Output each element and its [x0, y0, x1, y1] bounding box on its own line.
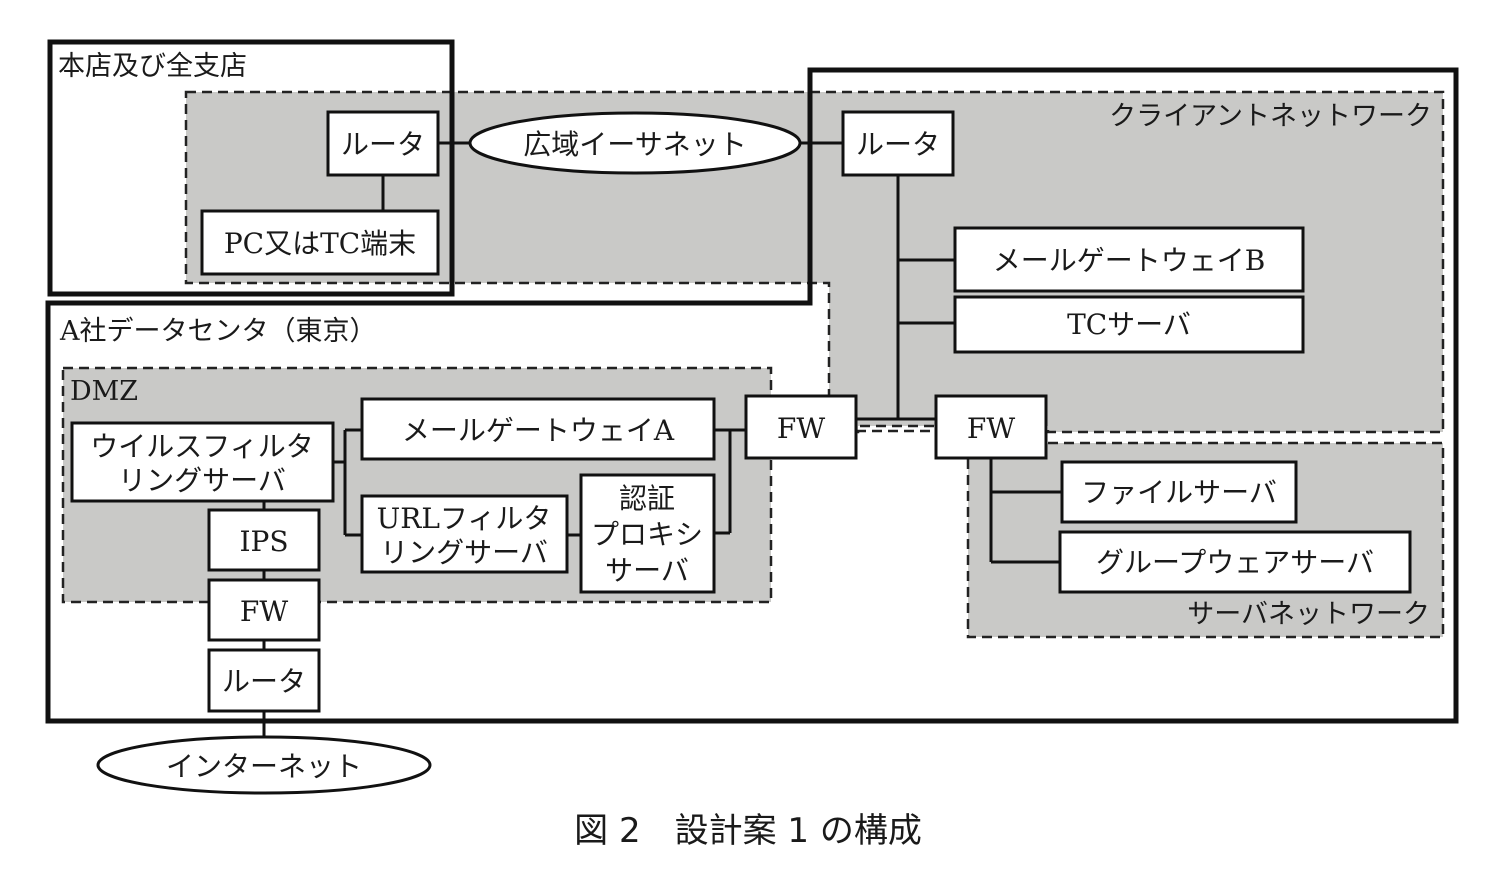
- branch-terminal-node: PC又はTC端末: [200, 209, 440, 276]
- branch-region-label: 本店及び全支店: [58, 51, 247, 82]
- url-filter-label-line2: リングサーバ: [380, 536, 548, 569]
- datacenter-region-label: A社データセンタ（東京）: [59, 316, 377, 347]
- fw-dmz-node: FW: [744, 394, 858, 460]
- server-network-label: サーバネットワーク: [1187, 599, 1430, 630]
- branch-frame: [47, 39, 455, 297]
- fw-internal-node: FW: [934, 394, 1048, 460]
- groupware-server-node: グループウェアサーバ: [1058, 530, 1412, 594]
- virus-filter-label-line2: リングサーバ: [118, 464, 286, 497]
- mail-gateway-b-node: メールゲートウェイB: [953, 226, 1305, 293]
- virus-filter-server-node: ウイルスフィルタ リングサーバ: [70, 421, 335, 503]
- mail-gateway-a-node: メールゲートウェイA: [360, 397, 716, 461]
- branch-router-label: ルータ: [341, 128, 425, 161]
- tc-server-node: TCサーバ: [953, 295, 1305, 354]
- internet-node: インターネット: [96, 735, 432, 795]
- mail-gateway-a-label: メールゲートウェイA: [402, 414, 675, 447]
- auth-proxy-label-line1: 認証: [619, 482, 675, 515]
- auth-proxy-label-line3: サーバ: [605, 554, 689, 587]
- fw-external-label: FW: [240, 595, 288, 628]
- connections: [262, 141, 1062, 742]
- datacenter-frame: [45, 67, 1459, 724]
- auth-proxy-label-line2: プロキシ: [591, 518, 703, 551]
- internet-label: インターネット: [166, 750, 362, 783]
- internet-router-node: ルータ: [207, 648, 321, 713]
- ips-label: IPS: [239, 525, 288, 558]
- ips-node: IPS: [207, 508, 321, 572]
- branch-terminal-label: PC又はTC端末: [224, 227, 416, 260]
- tc-server-label: TCサーバ: [1067, 308, 1191, 341]
- dmz-label: DMZ: [70, 376, 138, 407]
- fw-external-node: FW: [207, 578, 321, 642]
- mail-gateway-b-label: メールゲートウェイB: [993, 244, 1266, 277]
- groupware-server-label: グループウェアサーバ: [1096, 546, 1374, 579]
- wan-label: 広域イーサネット: [523, 128, 746, 161]
- dc-router-node: ルータ: [841, 110, 955, 177]
- figure-caption: 図 2 設計案 1 の構成: [574, 811, 922, 851]
- auth-proxy-server-node: 認証 プロキシ サーバ: [579, 473, 716, 594]
- dc-router-label: ルータ: [856, 128, 940, 161]
- virus-filter-label-line1: ウイルスフィルタ: [90, 430, 313, 463]
- branch-router-node: ルータ: [326, 110, 440, 177]
- url-filter-label-line1: URLフィルタ: [377, 502, 552, 535]
- wan-node: 広域イーサネット: [468, 111, 802, 175]
- fw-internal-label: FW: [967, 412, 1015, 445]
- internet-router-label: ルータ: [222, 665, 306, 698]
- fw-dmz-label: FW: [777, 412, 825, 445]
- client-network-label: クライアントネットワーク: [1109, 101, 1432, 132]
- file-server-label: ファイルサーバ: [1081, 476, 1277, 509]
- file-server-node: ファイルサーバ: [1060, 460, 1298, 524]
- url-filter-server-node: URLフィルタ リングサーバ: [360, 494, 569, 574]
